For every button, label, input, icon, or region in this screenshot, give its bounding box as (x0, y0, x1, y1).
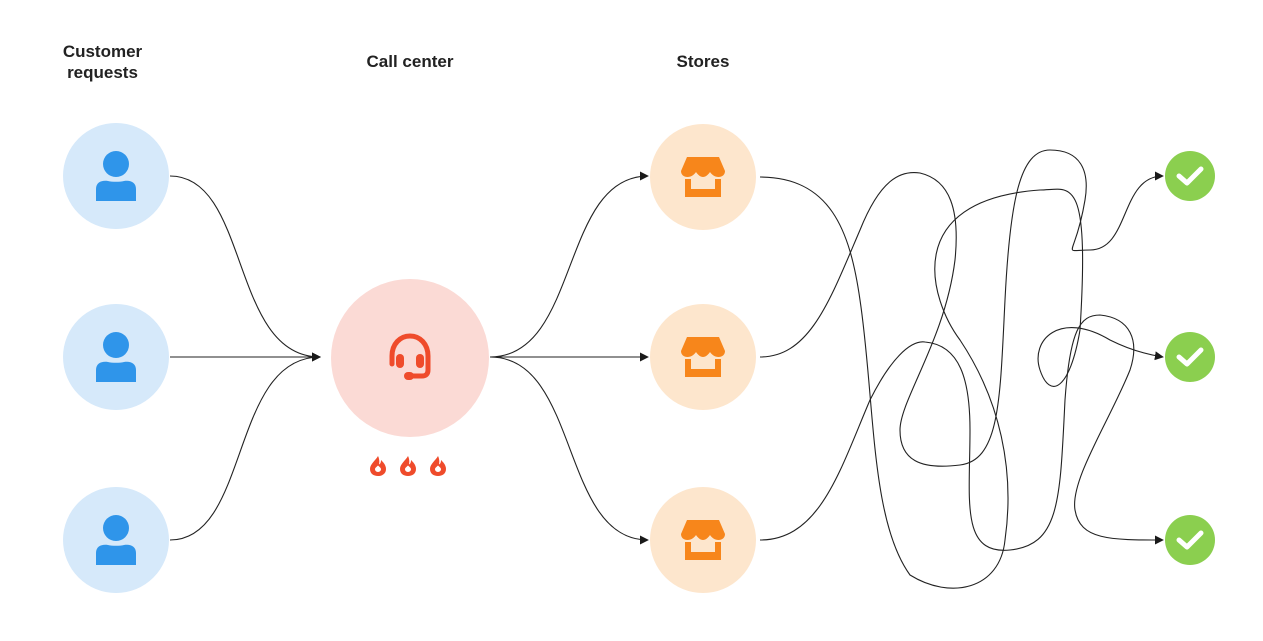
customer-requests-heading: Customer requests (55, 41, 150, 83)
customer-node-2[interactable] (63, 304, 169, 410)
flame-icon (400, 456, 416, 476)
check-icon (1176, 166, 1204, 186)
call-center-load-indicators (367, 455, 449, 477)
storefront-icon (681, 520, 725, 560)
edge-call-center-to-store-3 (489, 356, 649, 545)
outcome-node-1[interactable] (1165, 151, 1215, 201)
storefront-icon (681, 337, 725, 377)
customer-requests-heading-line1: Customer (62, 42, 143, 61)
edge-customer-1-to-call-center (169, 175, 321, 362)
outcome-node-2[interactable] (1165, 332, 1215, 382)
customer-node-1[interactable] (63, 123, 169, 229)
edge-store-3-tangled (759, 314, 1164, 551)
stores-heading: Stores (676, 52, 730, 71)
call-center-heading: Call center (366, 52, 454, 71)
customer-requests-heading-line2: requests (67, 63, 138, 82)
store-node-3[interactable] (650, 487, 756, 593)
user-icon (96, 151, 136, 201)
call-center-node[interactable] (331, 279, 489, 437)
edge-store-2-tangled (759, 149, 1164, 467)
flame-icon (430, 456, 446, 476)
edge-store-1-tangled (759, 176, 1164, 589)
outcome-node-3[interactable] (1165, 515, 1215, 565)
user-icon (96, 332, 136, 382)
headset-icon (389, 333, 431, 380)
check-icon (1176, 347, 1204, 367)
edge-call-center-to-store-1 (489, 171, 649, 358)
storefront-icon (681, 157, 725, 197)
store-node-2[interactable] (650, 304, 756, 410)
store-node-1[interactable] (650, 124, 756, 230)
edge-customer-3-to-call-center (169, 352, 321, 541)
check-icon (1176, 530, 1204, 550)
customer-node-3[interactable] (63, 487, 169, 593)
flame-icon (370, 456, 386, 476)
user-icon (96, 515, 136, 565)
